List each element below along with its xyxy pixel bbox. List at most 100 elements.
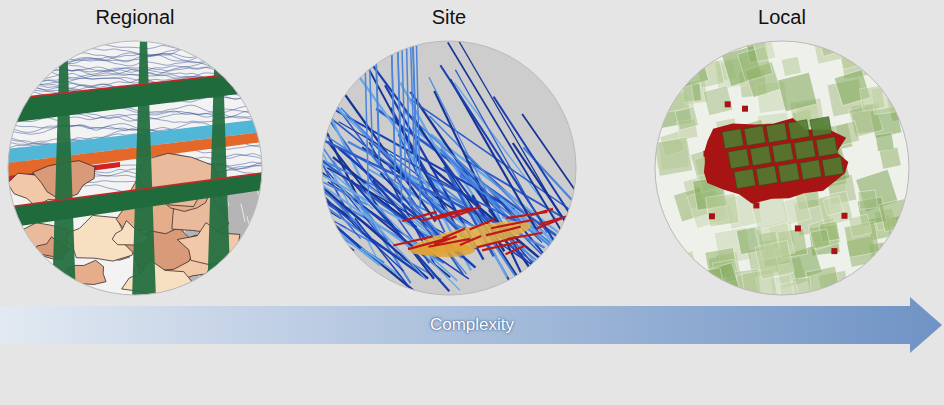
fracture-plane: [911, 55, 929, 73]
surface-streak: [245, 255, 249, 273]
circle-border: [8, 41, 262, 295]
fracture-plane: [779, 281, 800, 302]
circle-outline: [321, 0, 577, 298]
borehole-line: [513, 143, 566, 222]
circle-outline: [7, 0, 263, 298]
arrow-body: [0, 297, 942, 353]
borehole-line: [398, 40, 402, 204]
complexity-arrow: Complexity: [0, 297, 944, 353]
fracture-segment: [537, 218, 563, 228]
fracture-plane: [823, 195, 843, 215]
fracture-plane: [777, 72, 817, 112]
borehole-line: [333, 179, 426, 280]
borehole-line: [210, 137, 341, 219]
contour-line: [0, 53, 270, 68]
fracture-plane: [750, 146, 772, 166]
scale-circle: Regional: [7, 0, 263, 298]
circle-outline: [654, 0, 910, 298]
fracture-plane: [675, 106, 699, 130]
borehole-line: [451, 28, 559, 214]
surface-streak: [240, 268, 244, 286]
fracture-plane: [800, 160, 822, 180]
surface-streak: [264, 239, 268, 257]
axis-label: Complexity: [430, 314, 514, 335]
scale-circle: Local: [654, 0, 910, 298]
site-model: [152, 0, 620, 320]
scale-title: Regional: [96, 5, 175, 30]
fracture-segment: [393, 237, 432, 246]
borehole-line: [152, 126, 347, 228]
contour-line: [0, 43, 270, 57]
borehole-line: [406, 40, 410, 206]
fracture-plane: [913, 117, 944, 158]
contour-line: [0, 58, 270, 70]
fracture-segment: [506, 246, 526, 255]
fracture-plane: [872, 261, 895, 284]
contour-line: [0, 36, 270, 49]
circle-border: [322, 41, 576, 295]
fracture-plane: [672, 49, 697, 74]
fracture-plane: [728, 149, 750, 169]
borehole-line: [181, 98, 350, 217]
fracture-plane: [848, 214, 871, 237]
flow-fragment: [795, 225, 801, 231]
wall-edge: [0, 70, 270, 100]
flow-fragment: [831, 248, 837, 254]
borehole-line: [413, 116, 517, 275]
borehole-line: [375, 40, 379, 163]
fracture-plane: [816, 137, 838, 157]
borehole-line: [494, 97, 584, 236]
fracture-plane: [755, 240, 794, 279]
fracture-plane: [879, 198, 912, 231]
geology-patch: [122, 260, 193, 304]
borehole-line: [242, 91, 374, 209]
fracture-plane: [672, 251, 698, 277]
fracture-plane: [875, 133, 894, 152]
fracture-plane: [788, 120, 810, 140]
fracture-plane: [706, 263, 739, 296]
fracture-segment: [402, 212, 436, 221]
fracture-segment: [491, 220, 533, 229]
fracture-plane: [822, 157, 844, 177]
borehole-line: [353, 261, 403, 294]
fracture-plane: [668, 273, 698, 303]
contour-line: [0, 28, 270, 43]
borehole-line: [416, 40, 420, 207]
surface-streak: [245, 249, 249, 267]
scale-circle: Site: [321, 0, 577, 298]
borehole-line: [376, 40, 380, 156]
fracture-segment: [421, 212, 453, 221]
fracture-plane: [656, 75, 694, 113]
surface-streak: [241, 204, 245, 222]
contour-line: [0, 51, 270, 61]
contour-line: [0, 66, 270, 81]
borehole-line: [402, 40, 406, 181]
borehole-line: [398, 40, 402, 170]
fracture-segment: [482, 242, 519, 251]
contour-line: [0, 64, 270, 78]
model-ground: [0, 0, 300, 320]
borehole-line: [352, 38, 483, 215]
borehole-line: [410, 40, 414, 162]
fracture-plane: [781, 56, 801, 76]
fracture-plane: [756, 166, 778, 186]
contour-line: [0, 53, 270, 71]
borehole-line: [294, 199, 341, 282]
flow-fragment: [725, 101, 731, 107]
borehole-line: [248, 155, 418, 294]
fracture-plane: [810, 229, 830, 249]
fracture-plane: [890, 63, 920, 93]
fracture-plane: [806, 266, 842, 302]
wall-edge: [0, 172, 270, 208]
flow-fragment: [742, 106, 748, 112]
surface-streak: [247, 216, 251, 234]
fracture-segment: [460, 236, 481, 245]
borehole-line: [322, 24, 455, 211]
contour-line: [0, 38, 270, 64]
flow-fragment: [703, 151, 709, 157]
circle-border: [655, 41, 909, 295]
model-wall: [132, 38, 156, 300]
borehole-line: [225, 148, 340, 263]
fracture-segment: [507, 233, 543, 239]
